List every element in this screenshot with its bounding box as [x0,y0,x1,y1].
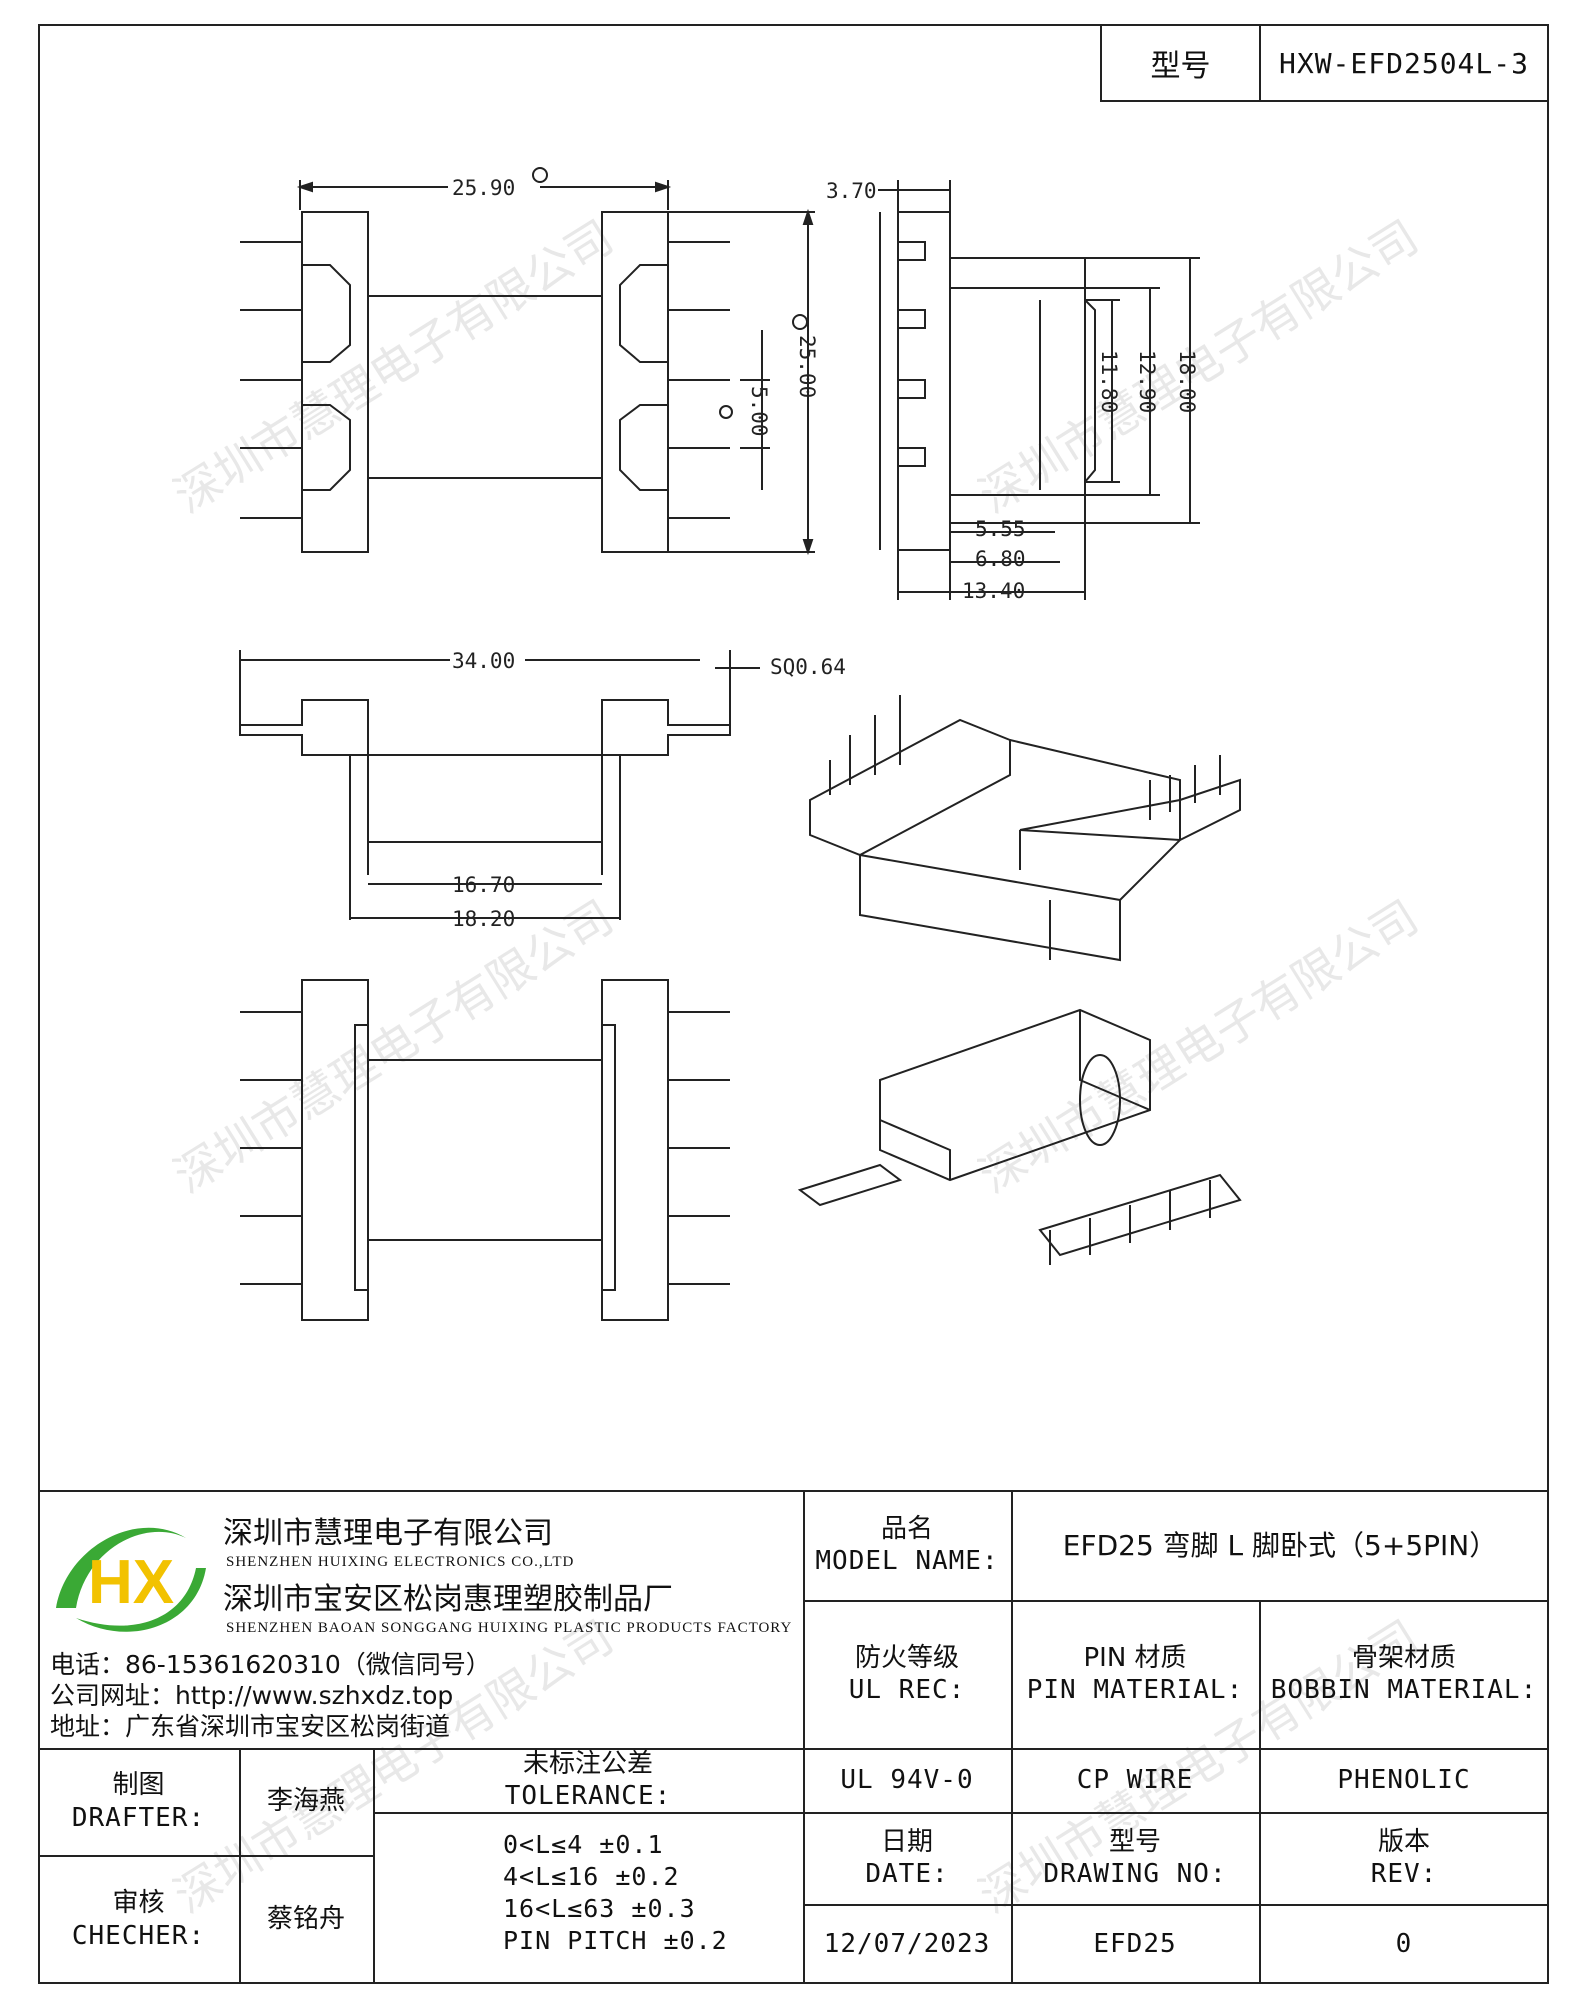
dim-side-h2: 12.90 [1135,350,1159,413]
ul-rec-label: 防火等级 UL REC: [848,1642,966,1706]
model-label: 型号 [1102,26,1261,100]
factory-name-cn: 深圳市宝安区松岗惠理塑胶制品厂 [223,1582,673,1617]
dim-front-outer: 18.20 [452,907,515,931]
pin-material-label: PIN 材质 PIN MATERIAL: [1026,1642,1244,1706]
company-name-cn: 深圳市慧理电子有限公司 [223,1516,553,1551]
dim-top-height: 25.00 [795,335,819,398]
ul-rec-value: UL 94V-0 [840,1764,974,1795]
drawing-no-value: EFD25 [1093,1928,1177,1959]
date-label: 日期 DATE: [865,1826,949,1890]
dim-front-width: 34.00 [452,649,515,673]
dim-front-inner: 16.70 [452,873,515,897]
tolerance-line: 16<L≤63 ±0.3 [503,1894,696,1923]
rev-label: 版本 REV: [1370,1826,1438,1890]
company-name-en: SHENZHEN HUIXING ELECTRONICS CO.,LTD [226,1554,575,1570]
top-view: 25.90 25.00 5.00 [240,167,819,556]
dim-side-w2: 6.80 [975,547,1026,571]
tolerance-line: 4<L≤16 ±0.2 [503,1862,680,1891]
company-info: HX 深圳市慧理电子有限公司 SHENZHEN HUIXING ELECTRON… [38,1490,803,1748]
front-view: 34.00 SQ0.64 16.70 18.20 [239,649,846,931]
dim-side-top: 3.70 [826,179,877,203]
tolerance-line: PIN PITCH ±0.2 [503,1926,728,1955]
date-value: 12/07/2023 [823,1928,991,1959]
rev-value: 0 [1395,1928,1413,1959]
company-website: 公司网址：http://www.szhxdz.top [50,1681,454,1710]
checker-name: 蔡铭舟 [266,1904,345,1935]
pin-material-value: CP WIRE [1076,1764,1194,1795]
company-phone: 电话：86-15361620310（微信同号） [50,1650,491,1679]
model-value: HXW-EFD2504L-3 [1278,46,1529,80]
isometric-view-bottom [797,1008,1242,1265]
bobbin-material-value: PHENOLIC [1337,1764,1471,1795]
side-view: 3.70 11.80 12.90 18.00 5.55 6.80 13.40 [826,179,1200,603]
dim-top-width: 25.90 [452,176,515,200]
factory-name-en: SHENZHEN BAOAN SONGGANG HUIXING PLASTIC … [226,1620,793,1636]
model-name-label: 品名 MODEL NAME: [815,1513,999,1577]
drafter-name: 李海燕 [266,1786,345,1817]
logo-text: HX [88,1548,174,1617]
technical-drawing: 25.90 25.00 5.00 3.70 [239,167,1242,1321]
tolerance-line: 0<L≤4 ±0.1 [503,1830,664,1859]
dim-side-h3: 18.00 [1175,350,1199,413]
dim-pin-gap: 5.00 [747,386,771,437]
company-address: 地址：广东省深圳市宝安区松岗街道 [50,1712,451,1741]
tolerance-label: 未标注公差 TOLERANCE: [504,1748,672,1812]
drawing-frame [38,24,1549,1984]
isometric-view-top [809,695,1241,962]
title-block: HX 深圳市慧理电子有限公司 SHENZHEN HUIXING ELECTRON… [38,1490,1549,1984]
dim-side-w1: 5.55 [975,517,1026,541]
dim-pin-square: SQ0.64 [770,655,846,679]
checker-label: 审核 CHECHER: [71,1888,206,1951]
bottom-view [240,979,730,1321]
company-logo: HX [56,1527,206,1632]
dim-side-h1: 11.80 [1097,350,1121,413]
bobbin-material-label: 骨架材质 BOBBIN MATERIAL: [1270,1642,1538,1706]
dim-side-w3: 13.40 [962,579,1025,603]
tolerance-table: 0<L≤4 ±0.1 4<L≤16 ±0.2 16<L≤63 ±0.3 PIN … [503,1829,728,1957]
drafter-label: 制图 DRAFTER: [71,1770,206,1833]
model-name-value: EFD25 弯脚 L 脚卧式（5+5PIN） [1062,1528,1498,1562]
model-number-box: 型号 HXW-EFD2504L-3 [1100,24,1549,102]
drawing-no-label: 型号 DRAWING NO: [1043,1826,1227,1890]
